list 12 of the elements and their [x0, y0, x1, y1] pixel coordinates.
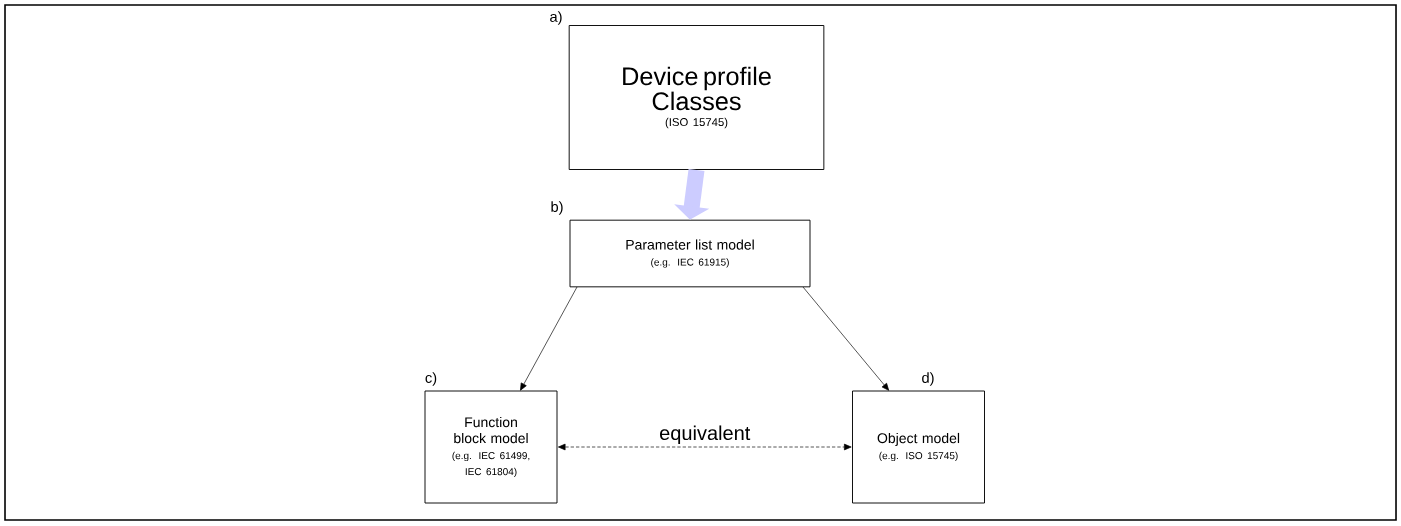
item-letter: d) — [922, 372, 934, 386]
arrow — [802, 286, 890, 391]
process-box: Parameter list model (e.g. IEC 61915) — [569, 219, 811, 288]
process-box: Object model (e.g. ISO 15745) — [852, 390, 985, 504]
arrow — [520, 286, 578, 391]
arrow — [558, 443, 852, 451]
item-letter: b) — [551, 201, 563, 215]
item-letter: c) — [425, 372, 437, 386]
item-letter: a) — [550, 11, 562, 25]
edge-label: equivalent — [660, 425, 751, 445]
process-box: Function block model (e.g. IEC 61499, IEC 61804) — [424, 390, 558, 504]
process-box: Device profile Classes (ISO 15745) — [568, 25, 825, 170]
